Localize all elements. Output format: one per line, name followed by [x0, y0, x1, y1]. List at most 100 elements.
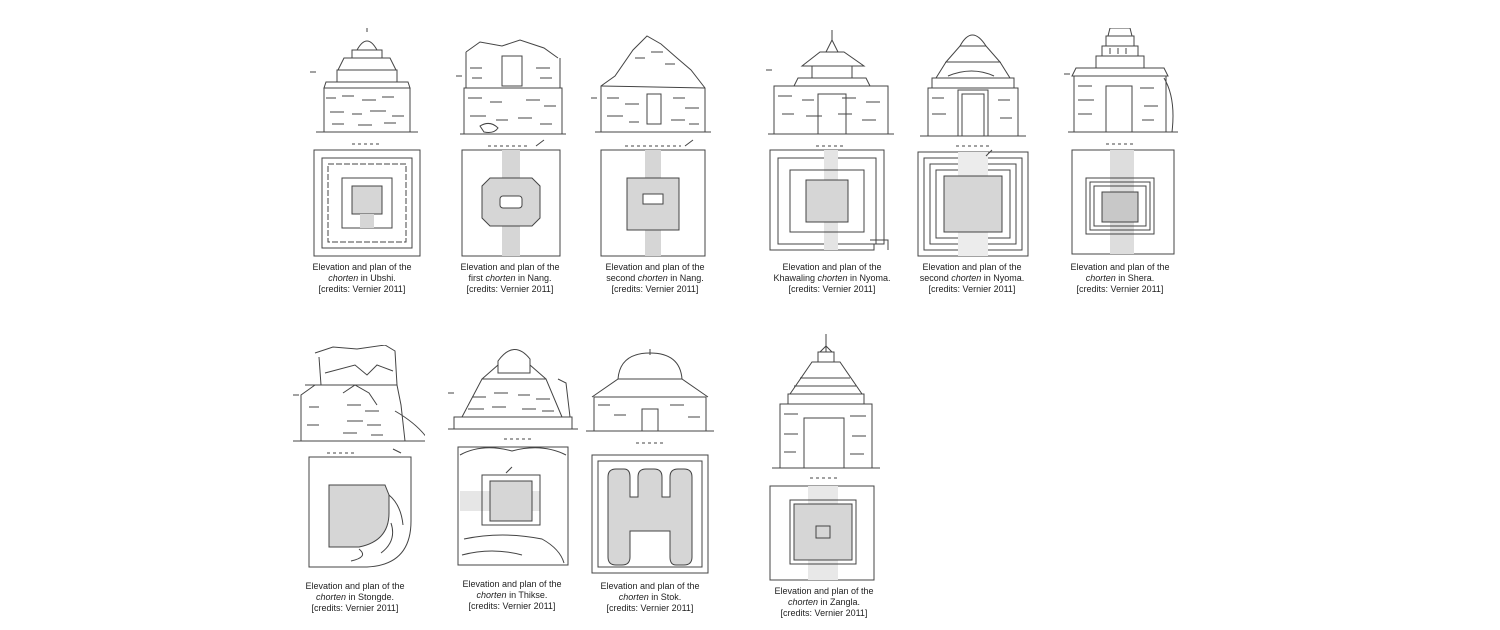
- caption-credits: [credits: Vernier 2011]: [606, 603, 694, 613]
- caption-place: in Stok.: [648, 592, 682, 602]
- caption-line-2: chorten in Stongde.: [285, 592, 425, 603]
- caption-line-1: Elevation and plan of the: [782, 262, 882, 272]
- plan-drawing: [313, 149, 421, 257]
- figure-chorten-nyoma-khawaling: Elevation and plan of the Khawaling chor…: [762, 30, 902, 295]
- caption-italic-term: chorten: [315, 592, 346, 602]
- caption-place: in Zangla.: [818, 597, 861, 607]
- drawing-chorten-thikse: [448, 349, 578, 566]
- elevation-drawing: [456, 39, 566, 147]
- plan-drawing: [591, 454, 709, 574]
- caption-credits: [credits: Vernier 2011]: [468, 601, 556, 611]
- elevation-drawing: [293, 345, 425, 454]
- plan-drawing: [769, 485, 875, 581]
- caption-chorten-shera: Elevation and plan of the chorten in She…: [1050, 262, 1190, 295]
- caption-line-1: Elevation and plan of the: [462, 579, 562, 589]
- drawing-chorten-zangla: [769, 334, 880, 581]
- drawing-chorten-stongde: [293, 345, 425, 568]
- caption-line-1: Elevation and plan of the: [1070, 262, 1170, 272]
- plan-drawing: [1071, 149, 1175, 255]
- caption-line-1: Elevation and plan of the: [460, 262, 560, 272]
- elevation-drawing: [1064, 28, 1178, 145]
- caption-chorten-stok: Elevation and plan of the chorten in Sto…: [580, 581, 720, 614]
- caption-credits: [credits: Vernier 2011]: [318, 284, 406, 294]
- caption-italic-term: chorten: [951, 273, 982, 283]
- figure-chorten-ubshi: Elevation and plan of the chorten in Ubs…: [292, 28, 432, 295]
- figure-chorten-nyoma-second: Elevation and plan of the second chorten…: [902, 28, 1042, 295]
- caption-credits: [credits: Vernier 2011]: [311, 603, 399, 613]
- caption-line-1: Elevation and plan of the: [605, 262, 705, 272]
- caption-place: in Nyoma.: [981, 273, 1025, 283]
- caption-place: in Nyoma.: [847, 273, 891, 283]
- caption-italic-term: chorten: [1085, 273, 1116, 283]
- elevation-drawing: [586, 349, 714, 444]
- caption-chorten-nyoma-second: Elevation and plan of the second chorten…: [902, 262, 1042, 295]
- plan-drawing: [461, 149, 561, 257]
- caption-line-2: second chorten in Nyoma.: [902, 273, 1042, 284]
- caption-chorten-zangla: Elevation and plan of the chorten in Zan…: [754, 586, 894, 619]
- figure-chorten-thikse: Elevation and plan of the chorten in Thi…: [442, 343, 582, 612]
- caption-credits: [credits: Vernier 2011]: [466, 284, 554, 294]
- figure-chorten-stok: Elevation and plan of the chorten in Sto…: [580, 345, 720, 614]
- drawing-chorten-stok: [586, 349, 714, 574]
- drawing-chorten-nang-second: [591, 35, 711, 257]
- caption-place: in Nang.: [515, 273, 552, 283]
- figure-chorten-shera: Elevation and plan of the chorten in She…: [1050, 28, 1190, 295]
- caption-line-1: Elevation and plan of the: [600, 581, 700, 591]
- caption-line-1: Elevation and plan of the: [922, 262, 1022, 272]
- caption-place: in Thikse.: [506, 590, 548, 600]
- drawing-chorten-nang-first: [456, 39, 566, 257]
- caption-chorten-thikse: Elevation and plan of the chorten in Thi…: [442, 579, 582, 612]
- caption-italic-term: chorten: [485, 273, 516, 283]
- caption-credits: [credits: Vernier 2011]: [780, 608, 868, 618]
- caption-credits: [credits: Vernier 2011]: [928, 284, 1016, 294]
- caption-place: in Shera.: [1115, 273, 1155, 283]
- caption-place: in Nang.: [667, 273, 704, 283]
- plan-drawing: [308, 456, 412, 568]
- elevation-drawing: [591, 35, 711, 147]
- caption-credits: [credits: Vernier 2011]: [1076, 284, 1164, 294]
- caption-credits: [credits: Vernier 2011]: [788, 284, 876, 294]
- caption-line-2: second chorten in Nang.: [585, 273, 725, 284]
- caption-chorten-nyoma-khawaling: Elevation and plan of the Khawaling chor…: [762, 262, 902, 295]
- elevation-drawing: [766, 30, 894, 147]
- caption-chorten-ubshi: Elevation and plan of the chorten in Ubs…: [292, 262, 432, 295]
- caption-credits: [credits: Vernier 2011]: [611, 284, 699, 294]
- caption-italic-term: chorten: [637, 273, 668, 283]
- caption-line-1: Elevation and plan of the: [312, 262, 412, 272]
- caption-line-2: chorten in Zangla.: [754, 597, 894, 608]
- elevation-drawing: [310, 28, 418, 145]
- drawing-chorten-shera: [1064, 28, 1178, 255]
- caption-line-2: chorten in Ubshi.: [292, 273, 432, 284]
- drawing-chorten-ubshi: [310, 28, 421, 257]
- elevation-drawing: [772, 334, 880, 479]
- caption-chorten-nang-first: Elevation and plan of the first chorten …: [440, 262, 580, 295]
- figure-chorten-nang-second: Elevation and plan of the second chorten…: [585, 28, 725, 295]
- caption-place: in Stongde.: [345, 592, 395, 602]
- caption-italic-term: chorten: [787, 597, 818, 607]
- caption-line-1: Elevation and plan of the: [774, 586, 874, 596]
- elevation-drawing: [920, 34, 1026, 147]
- caption-italic-term: chorten: [328, 273, 359, 283]
- caption-italic-term: chorten: [476, 590, 507, 600]
- caption-line-1: Elevation and plan of the: [305, 581, 405, 591]
- figure-chorten-zangla: Elevation and plan of the chorten in Zan…: [754, 334, 894, 619]
- caption-italic-term: chorten: [817, 273, 848, 283]
- caption-line-2: first chorten in Nang.: [440, 273, 580, 284]
- caption-italic-term: chorten: [618, 592, 649, 602]
- caption-prefix: first: [468, 273, 486, 283]
- caption-prefix: second: [919, 273, 952, 283]
- plan-drawing: [457, 446, 569, 566]
- caption-line-2: chorten in Shera.: [1050, 273, 1190, 284]
- caption-line-2: chorten in Thikse.: [442, 590, 582, 601]
- caption-place: in Ubshi.: [358, 273, 396, 283]
- plan-drawing: [769, 149, 889, 251]
- figure-chorten-stongde: Elevation and plan of the chorten in Sto…: [285, 345, 425, 614]
- figure-chorten-nang-first: Elevation and plan of the first chorten …: [440, 28, 580, 295]
- drawing-chorten-nyoma-khawaling: [766, 30, 894, 251]
- caption-prefix: second: [606, 273, 638, 283]
- caption-line-2: Khawaling chorten in Nyoma.: [762, 273, 902, 284]
- caption-line-2: chorten in Stok.: [580, 592, 720, 603]
- caption-prefix: Khawaling: [773, 273, 818, 283]
- plan-drawing: [600, 149, 706, 257]
- caption-chorten-nang-second: Elevation and plan of the second chorten…: [585, 262, 725, 295]
